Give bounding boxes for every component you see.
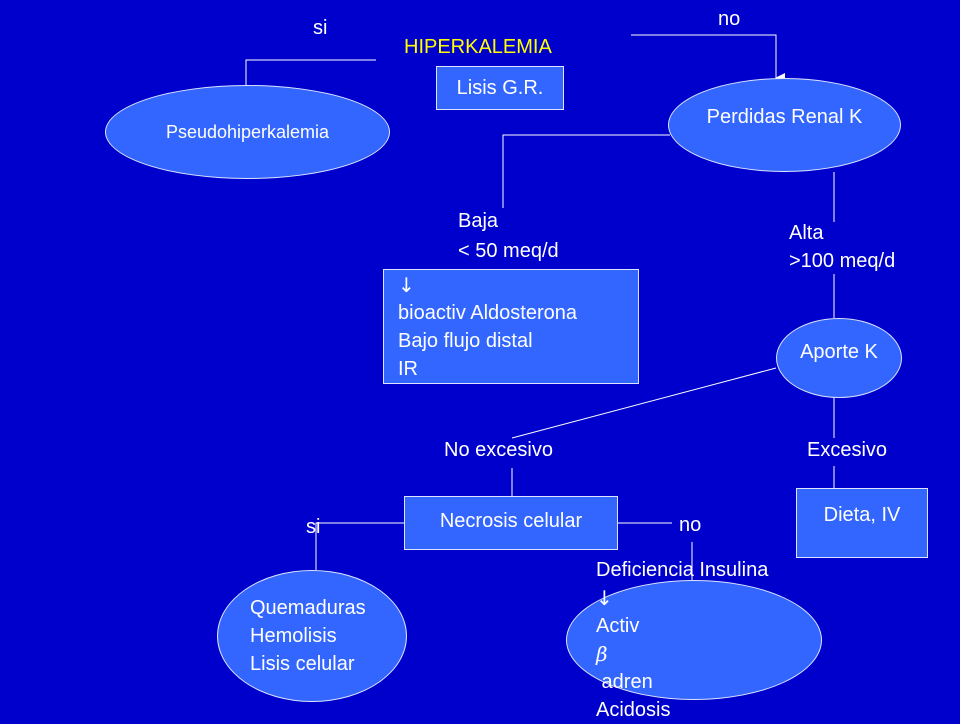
node-lisis-gr: Lisis G.R. <box>436 66 564 110</box>
node-deficiencia-insulina: Deficiencia Insulina ↓Activ β adren Acid… <box>566 559 822 721</box>
down-arrow-icon: ↓ <box>398 272 415 297</box>
node-perdidas-renal-k-label: Perdidas Renal K <box>706 105 863 128</box>
line-no-excesivo <box>511 367 777 439</box>
label-no-bottom: no <box>679 514 702 536</box>
node-necrosis-celular-label: Necrosis celular <box>439 509 583 532</box>
node-lisis-gr-label: Lisis G.R. <box>456 76 544 99</box>
line-baja <box>502 134 670 208</box>
node-deficiencia-line1: Deficiencia Insulina <box>596 559 769 581</box>
node-aldosterona-line3: IR <box>398 357 418 380</box>
node-pseudohiperkalemia: Pseudohiperkalemia <box>105 85 390 179</box>
node-perdidas-renal-k: Perdidas Renal K <box>668 78 901 172</box>
node-deficiencia-line2: ↓Activ β adren <box>596 584 821 696</box>
diagram-title: HIPERKALEMIA <box>404 36 552 58</box>
node-dieta-iv: Dieta, IV <box>796 488 928 558</box>
node-necrosis-celular: Necrosis celular <box>404 496 618 550</box>
node-dieta-iv-label: Dieta, IV <box>823 503 901 526</box>
node-aldosterona-line2: Bajo flujo distal <box>398 329 533 352</box>
label-si-top: si <box>313 17 328 39</box>
line-si-bottom <box>315 522 405 570</box>
label-no-excesivo: No excesivo <box>444 439 553 461</box>
node-quemaduras-line3: Lisis celular <box>250 653 355 675</box>
down-arrow-icon: ↓ <box>596 586 613 610</box>
label-no-top: no <box>718 8 741 30</box>
node-aporte-k-label: Aporte K <box>800 340 878 363</box>
label-si-bottom: si <box>306 516 321 538</box>
label-baja: Baja <box>458 210 499 232</box>
node-quemaduras: Quemaduras Hemolisis Lisis celular <box>217 570 407 702</box>
label-alta: Alta <box>789 222 824 244</box>
beta-symbol: β <box>596 642 608 666</box>
label-excesivo: Excesivo <box>807 439 888 461</box>
node-quemaduras-line1: Quemaduras <box>250 597 366 619</box>
node-quemaduras-line2: Hemolisis <box>250 625 337 647</box>
node-pseudohiperkalemia-label: Pseudohiperkalemia <box>165 121 330 142</box>
label-alta-value: >100 meq/d <box>789 250 896 272</box>
node-aldosterona-line1: ↓bioactiv Aldosterona <box>398 271 638 327</box>
node-aporte-k: Aporte K <box>776 318 902 398</box>
node-aldosterona: ↓bioactiv Aldosterona Bajo flujo distal … <box>383 269 639 384</box>
arrow-no <box>631 34 785 83</box>
label-baja-value: < 50 meq/d <box>458 240 559 262</box>
node-deficiencia-line3: Acidosis <box>596 699 671 721</box>
